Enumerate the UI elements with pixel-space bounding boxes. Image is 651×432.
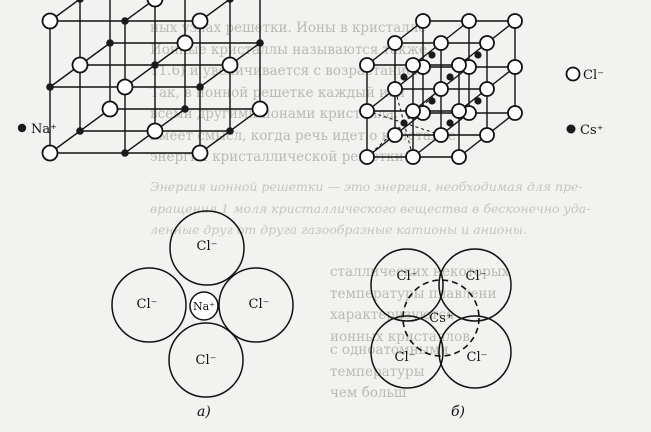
na-cation (106, 39, 114, 47)
cl-anion (451, 57, 467, 73)
cscl-layer-section: Cl⁻ Cl⁻ Cl⁻ Cl⁻ Cs⁺ (370, 248, 512, 389)
cl-anion (387, 127, 403, 143)
cs-cation (400, 119, 408, 127)
cl-anion (387, 81, 403, 97)
cl-anion (507, 105, 523, 121)
cl-anion (433, 35, 449, 51)
cs-cation (428, 97, 436, 105)
cl-anion (451, 149, 467, 165)
nacl-bond (124, 0, 155, 22)
cl-anion (387, 35, 403, 51)
cs-cation (474, 51, 482, 59)
background-text-line: всеми другими ионами кристалла. (150, 106, 399, 122)
cl-anion (507, 13, 523, 29)
background-text-line: вращения 1 моля кристаллического веществ… (150, 200, 591, 216)
na-cation (226, 127, 234, 135)
cl-anion (405, 57, 421, 73)
cs-cation (446, 73, 454, 81)
cl-anion (479, 35, 495, 51)
nacl-atoms (41, 0, 269, 162)
cl-anion (461, 13, 477, 29)
background-text-line: ных узлах решетки. Ионы в кристалле (150, 20, 427, 36)
cl-anion (433, 81, 449, 97)
cl-anion (359, 57, 375, 73)
background-text-line: чем больш (330, 385, 407, 401)
cl-anion (479, 81, 495, 97)
legend-cl-label: Cl⁻ (583, 68, 604, 83)
cs-cation (474, 97, 482, 105)
background-text-line: Так, в ионной решетке каждый ион (150, 84, 406, 101)
cl-anion (41, 144, 59, 162)
na-cation (121, 149, 129, 157)
legend-na-label: Na⁺ (31, 122, 57, 137)
cl-anion (507, 59, 523, 75)
legend-cs-label: Cs⁺ (580, 123, 603, 138)
nacl-layer-section: Cl⁻ Cl⁻ Cl⁻ Cl⁻ Na⁺ (111, 210, 294, 398)
cscl-atoms (359, 13, 523, 165)
background-text-line: Энергия ионной решетки — это энергия, не… (150, 179, 583, 194)
na-cation (256, 39, 264, 47)
cl-anion (146, 122, 164, 140)
cl-anion (191, 12, 209, 30)
cl-anion (101, 100, 119, 118)
na-cation (76, 0, 84, 3)
caption-a: а) (197, 404, 211, 420)
cscl-cation-center: Cs⁺ (429, 311, 452, 326)
cs-cation (446, 119, 454, 127)
cl-anion (359, 149, 375, 165)
legend-cs: Cs⁺ (566, 123, 603, 138)
na-cation (226, 0, 234, 3)
na-cation (76, 127, 84, 135)
cs-cation (428, 51, 436, 59)
cs-cation (400, 73, 408, 81)
caption-b: б) (451, 404, 465, 420)
cl-anion (176, 34, 194, 52)
nacl-anion-right: Cl⁻ (249, 297, 270, 312)
cl-anion (191, 144, 209, 162)
background-text-line: характеризуются (330, 307, 455, 323)
background-text-line: 11.6) и увеличивается с возрастанием (150, 63, 425, 79)
background-text-line: Ионные кристаллы называются также (150, 41, 428, 58)
nacl-cation-center: Na⁺ (193, 300, 215, 313)
cscl-anion-top-left: Cl⁻ (397, 269, 418, 284)
cl-anion (251, 100, 269, 118)
legend-na: Na⁺ (17, 122, 57, 137)
na-cation (181, 105, 189, 113)
cl-anion (405, 149, 421, 165)
cscl-lattice (359, 13, 523, 165)
na-cation (151, 61, 159, 69)
na-cation (196, 83, 204, 91)
cl-anion (146, 0, 164, 8)
background-text-mid: Энергия ионной решетки — это энергия, не… (150, 176, 650, 241)
cl-anion (41, 12, 59, 30)
cl-anion (359, 103, 375, 119)
cscl-anion-bottom-left: Cl⁻ (395, 350, 416, 365)
background-text-line: ленные друг от друга газообразные катион… (150, 222, 527, 237)
cl-anion (433, 127, 449, 143)
legend-cl: Cl⁻ (565, 66, 604, 83)
nacl-anion-bottom: Cl⁻ (196, 353, 217, 368)
cl-anion (71, 56, 89, 74)
nacl-anion-left: Cl⁻ (137, 297, 158, 312)
cl-anion (116, 78, 134, 96)
background-text-line: с одноатомными (330, 342, 449, 358)
na-cation (121, 17, 129, 25)
cscl-anion-top-right: Cl⁻ (466, 269, 487, 284)
nacl-bond (49, 0, 80, 22)
na-cation (46, 83, 54, 91)
background-text-line: энергия кристаллической решетки (150, 149, 404, 165)
cl-anion (405, 103, 421, 119)
nacl-lattice (41, 0, 269, 162)
nacl-bond (199, 0, 230, 22)
cl-anion (415, 13, 431, 29)
cl-anion (221, 56, 239, 74)
nacl-anion-top: Cl⁻ (197, 239, 218, 254)
cscl-anion-bottom-right: Cl⁻ (467, 350, 488, 365)
cl-anion (451, 103, 467, 119)
cl-anion (479, 127, 495, 143)
